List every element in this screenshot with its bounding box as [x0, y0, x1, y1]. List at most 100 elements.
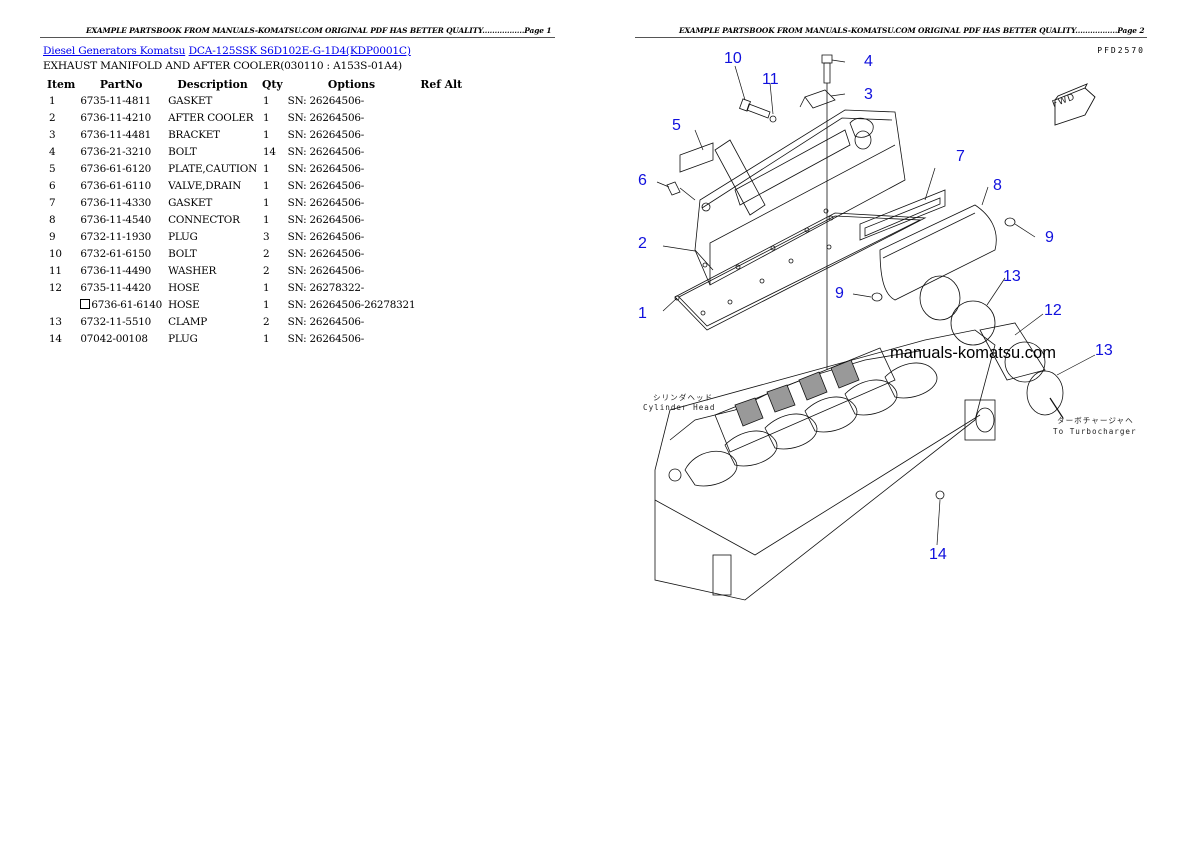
cell-ref-alt [418, 194, 464, 211]
cell-item: 10 [49, 247, 62, 260]
plate-5-drawing [679, 142, 714, 173]
cell-qty: 2 [262, 247, 270, 260]
cell-item: 12 [49, 281, 62, 294]
cell-item: 8 [49, 213, 56, 226]
col-description: Description [177, 78, 248, 91]
gasket-7-drawing [859, 189, 946, 241]
clamp-13b-drawing [1026, 370, 1064, 416]
callout-3: 3 [864, 86, 873, 103]
callout-13-upper: 13 [1003, 268, 1021, 285]
cell-options: SN: 26264506- [287, 196, 365, 209]
cell-ref-alt [418, 228, 464, 245]
cell-description: CLAMP [168, 315, 208, 328]
cell-partno: 6735-11-4420 [80, 281, 152, 294]
cell-partno: 6732-11-5510 [80, 315, 152, 328]
bolt-4-drawing [821, 54, 833, 370]
cell-description: WASHER [168, 264, 217, 277]
cell-item: 7 [49, 196, 56, 209]
cell-description: GASKET [168, 196, 213, 209]
connector-8-drawing [879, 204, 997, 321]
cell-item: 14 [49, 332, 62, 345]
callout-4: 4 [864, 53, 873, 70]
callout-11: 11 [762, 71, 779, 88]
cell-options: SN: 26264506- [287, 213, 365, 226]
partno-text: 6736-61-6140 [91, 298, 163, 311]
cell-item: 11 [49, 264, 62, 277]
cell-options: SN: 26264506- [287, 332, 365, 345]
cell-qty: 1 [262, 281, 270, 294]
cell-item: 13 [49, 315, 62, 328]
breadcrumb-model-link[interactable]: DCA-125SSK S6D102E-G-1D4(KDP0001C) [188, 45, 411, 57]
cell-item: 6 [49, 179, 56, 192]
cell-options: SN: 26264506- [287, 247, 365, 260]
cell-partno: 6736-61-6110 [80, 179, 152, 192]
bolt-10-drawing [739, 98, 771, 119]
cell-options: SN: 26264506- [287, 94, 365, 107]
cell-description: AFTER COOLER [168, 111, 254, 124]
callout-9-left: 9 [835, 285, 844, 302]
callout-9-right: 9 [1045, 229, 1054, 246]
cell-partno: 6735-11-4811 [80, 94, 152, 107]
plug-14-drawing [935, 490, 945, 500]
cell-options: SN: 26264506- [287, 264, 365, 277]
cell-ref-alt [418, 211, 464, 228]
plug-9-top-drawing [1004, 217, 1016, 227]
cell-description: BOLT [168, 247, 197, 260]
cell-qty: 1 [262, 298, 270, 311]
after-cooler-2-drawing [694, 109, 906, 286]
turbocharger-label-jp: ターボチャージャヘ [1057, 416, 1134, 425]
cell-options: SN: 26264506- [287, 179, 365, 192]
cell-ref-alt [418, 279, 464, 296]
clamp-13a-drawing [950, 300, 996, 346]
cell-qty: 2 [262, 264, 270, 277]
cell-qty: 1 [262, 111, 270, 124]
col-partno: PartNo [99, 78, 143, 91]
leader-lines [656, 59, 1096, 546]
cell-options: SN: 26264506- [287, 145, 365, 158]
cell-description: BRACKET [168, 128, 220, 141]
cylinder-head-label: Cylinder Head [643, 403, 716, 412]
cell-item: 9 [49, 230, 56, 243]
cell-ref-alt [418, 245, 464, 262]
cell-qty: 1 [262, 332, 270, 345]
cell-qty: 2 [262, 315, 270, 328]
cell-description: BOLT [168, 145, 197, 158]
section-title: EXHAUST MANIFOLD AND AFTER COOLER(030110… [43, 60, 402, 72]
callout-6: 6 [638, 172, 647, 189]
callout-8: 8 [993, 177, 1002, 194]
cell-item: 5 [49, 162, 56, 175]
cylinder-head-label-jp: シリンダヘッド [653, 393, 714, 402]
cell-qty: 3 [262, 230, 270, 243]
cell-description: CONNECTOR [168, 213, 240, 226]
cell-options: SN: 26264506- [287, 315, 365, 328]
callout-14: 14 [929, 546, 947, 563]
turbocharger-label: To Turbocharger [1053, 427, 1137, 436]
callout-1: 1 [638, 305, 647, 322]
table-row: 8 6736-11-4540 CONNECTOR 1 SN: 26264506- [45, 211, 464, 228]
cell-partno: 6736-11-4210 [80, 111, 152, 124]
cell-qty: 14 [262, 145, 276, 158]
callout-7: 7 [956, 148, 965, 165]
drawing-code: PFD2570 [1097, 46, 1145, 55]
cell-ref-alt [418, 143, 464, 160]
cell-description: PLUG [168, 332, 198, 345]
cell-ref-alt [418, 109, 464, 126]
cell-item [45, 296, 77, 313]
col-item: Item [47, 78, 76, 91]
breadcrumb-category-link[interactable]: Diesel Generators Komatsu [43, 45, 186, 57]
col-qty: Qty [261, 78, 283, 91]
header-divider [40, 37, 555, 38]
cell-item: 1 [49, 94, 56, 107]
cell-ref-alt [418, 177, 464, 194]
plug-9-left-drawing [871, 292, 883, 302]
cell-partno: 6736-11-4540 [80, 213, 152, 226]
cell-qty: 1 [262, 213, 270, 226]
